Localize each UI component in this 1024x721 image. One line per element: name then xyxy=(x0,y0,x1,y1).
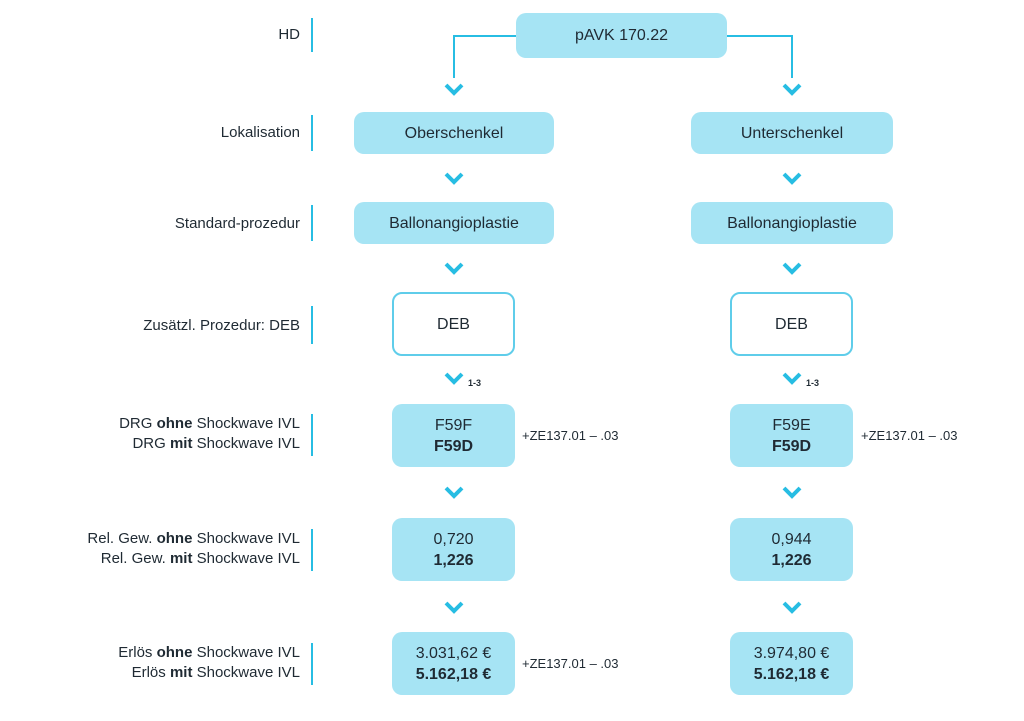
label-divider xyxy=(311,306,313,344)
right-deb-box: DEB xyxy=(730,292,853,356)
label-hd: HD xyxy=(278,26,300,43)
right-drg-note: +ZE137.01 – .03 xyxy=(861,428,958,443)
left-erloes-note: +ZE137.01 – .03 xyxy=(522,656,619,671)
chevron-down-icon xyxy=(782,601,802,614)
top-diagnosis-box: pAVK 170.22 xyxy=(516,13,727,58)
label-drg: DRG ohne Shockwave IVL DRG mit Shockwave… xyxy=(119,415,300,452)
left-lokalisation-box: Oberschenkel xyxy=(354,112,554,154)
chevron-down-icon xyxy=(444,83,464,96)
label-divider xyxy=(311,414,313,456)
chevron-down-icon xyxy=(444,372,464,385)
left-deb-box: DEB xyxy=(392,292,515,356)
label-lokalisation: Lokalisation xyxy=(220,124,300,141)
label-erloes: Erlös ohne Shockwave IVL Erlös mit Shock… xyxy=(118,644,300,681)
chevron-down-icon xyxy=(444,172,464,185)
label-zusatz-prozedur: Zusätzl. Prozedur: DEB xyxy=(143,317,300,334)
chevron-down-icon xyxy=(782,486,802,499)
label-divider xyxy=(311,643,313,685)
right-range-label: 1-3 xyxy=(806,378,820,388)
chevron-down-icon xyxy=(444,262,464,275)
label-rel-gew: Rel. Gew. ohne Shockwave IVL Rel. Gew. m… xyxy=(87,530,300,567)
label-divider xyxy=(311,115,313,151)
right-erloes-box: 3.974,80 €5.162,18 € xyxy=(730,632,853,695)
right-lokalisation-box: Unterschenkel xyxy=(691,112,893,154)
label-standard-prozedur: Standard-prozedur xyxy=(174,215,300,232)
chevron-down-icon xyxy=(444,486,464,499)
chevron-down-icon xyxy=(782,372,802,385)
chevron-down-icon xyxy=(782,262,802,275)
chevron-down-icon xyxy=(444,601,464,614)
left-standard-box: Ballonangioplastie xyxy=(354,202,554,244)
right-standard-box: Ballonangioplastie xyxy=(691,202,893,244)
left-erloes-box: 3.031,62 €5.162,18 € xyxy=(392,632,515,695)
left-drg-note: +ZE137.01 – .03 xyxy=(522,428,619,443)
label-divider xyxy=(311,18,313,52)
chevron-down-icon xyxy=(782,172,802,185)
label-divider xyxy=(311,529,313,571)
label-divider xyxy=(311,205,313,241)
chevron-down-icon xyxy=(782,83,802,96)
left-range-label: 1-3 xyxy=(468,378,482,388)
